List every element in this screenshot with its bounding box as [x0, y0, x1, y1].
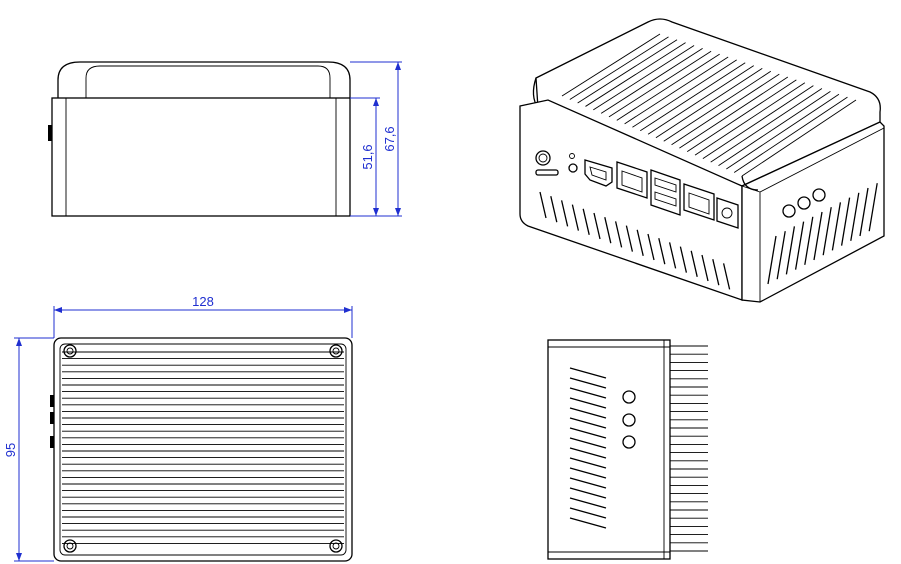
- side-port: [48, 125, 52, 141]
- dimension-depth: 95: [3, 443, 18, 457]
- side-view-vents: [569, 367, 607, 529]
- top-view-outline: [53, 337, 353, 562]
- top-view-heatsink-fins: [62, 351, 344, 544]
- side-button: [622, 390, 636, 404]
- side-button: [797, 196, 811, 210]
- corner-screw: [329, 344, 343, 358]
- audio-jack: [568, 163, 578, 173]
- isometric-heatsink-fins: [561, 33, 857, 177]
- top-view: [50, 337, 353, 562]
- usb-ports: [650, 169, 681, 216]
- top-view-dimensions: 128 95: [3, 294, 353, 562]
- side-view: [547, 339, 708, 560]
- side-button: [782, 204, 796, 218]
- dimension-height-inner: 51,6: [360, 144, 375, 169]
- hdmi-port: [584, 159, 613, 187]
- side-button: [812, 188, 826, 202]
- dimension-width: 128: [192, 294, 214, 309]
- front-view-body: [51, 97, 351, 217]
- corner-screw: [63, 539, 77, 553]
- corner-screw: [329, 539, 343, 553]
- side-view-heatsink-fins: [668, 345, 708, 552]
- isometric-side-vents: [767, 183, 878, 285]
- corner-screw: [63, 344, 77, 358]
- ethernet-port: [616, 161, 648, 199]
- led-indicator: [569, 153, 575, 159]
- front-view: [48, 61, 351, 217]
- card-slot: [535, 169, 559, 176]
- isometric-view: [519, 18, 885, 303]
- ethernet-port: [683, 183, 715, 221]
- dc-power-jack: [716, 197, 739, 229]
- side-view-body: [547, 339, 671, 560]
- side-button: [622, 413, 636, 427]
- dimension-height-total: 67,6: [382, 126, 397, 151]
- isometric-front-vents: [539, 191, 731, 290]
- front-view-dimensions: 51,6 67,6: [350, 61, 402, 217]
- side-button: [622, 435, 636, 449]
- power-button: [535, 150, 551, 166]
